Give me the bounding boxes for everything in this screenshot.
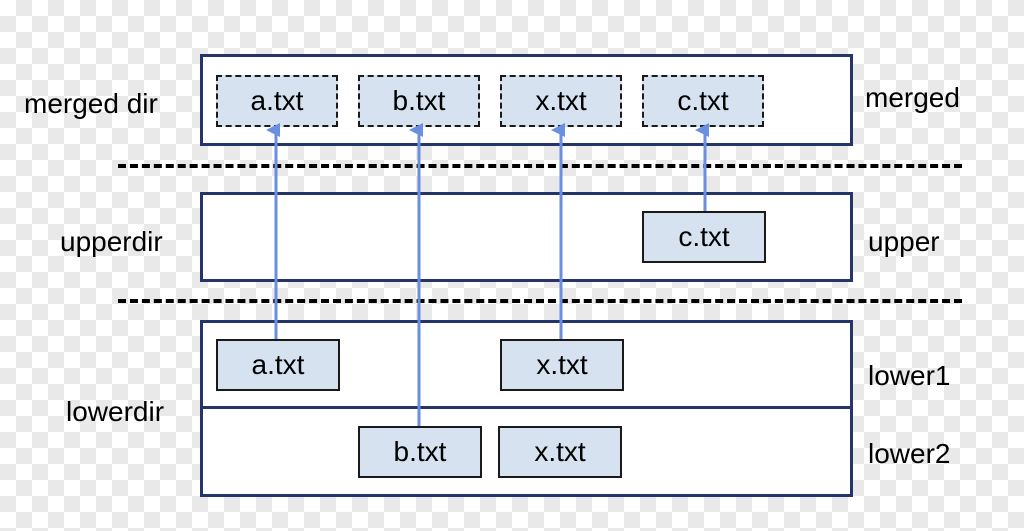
merged-file-b: b.txt [358, 75, 480, 127]
upper-file-c: c.txt [642, 211, 766, 263]
upperdir-label: upperdir [60, 226, 163, 257]
lowerdir-label: lowerdir [66, 396, 165, 427]
merged-file-a: a.txt [216, 75, 338, 127]
merged-dir-label: merged dir [24, 88, 158, 119]
lower1-label: lower1 [868, 360, 951, 391]
lower1-file-x: x.txt [500, 339, 624, 391]
merged-label: merged [865, 82, 960, 113]
upper-label: upper [868, 226, 940, 257]
lower1-file-a: a.txt [216, 339, 340, 391]
lower-layer-divider [200, 406, 853, 409]
lower2-file-b: b.txt [358, 426, 482, 478]
merged-file-c: c.txt [642, 75, 764, 127]
layer-separator-bottom [118, 299, 962, 303]
layer-separator-top [118, 164, 962, 168]
merged-file-x: x.txt [500, 75, 622, 127]
lower2-file-x: x.txt [498, 426, 622, 478]
lower2-label: lower2 [868, 438, 951, 469]
